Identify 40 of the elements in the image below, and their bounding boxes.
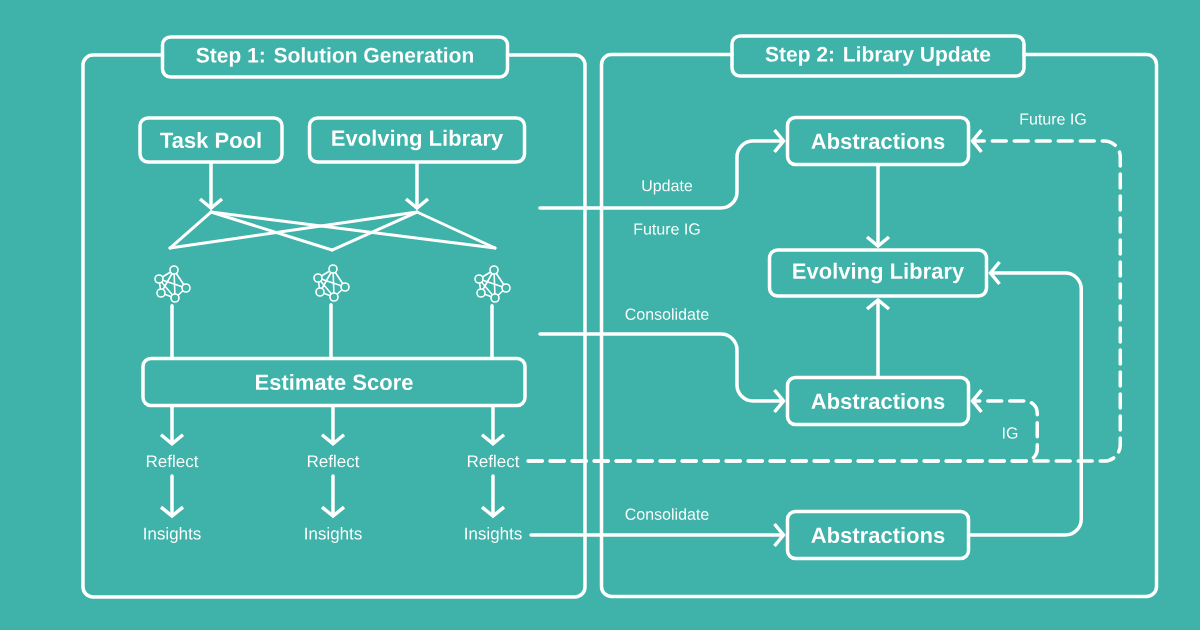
step-label: Insights (305, 527, 362, 543)
process-box: Abstractions (785, 375, 971, 427)
network-icon (154, 265, 191, 303)
process-box: Estimate Score (141, 356, 527, 408)
arrow (404, 162, 430, 211)
arrow (320, 474, 346, 519)
edge-label: Future IG (1020, 113, 1086, 125)
arrow (480, 405, 506, 446)
annotation: Future IG (634, 223, 700, 235)
edge-label: IG (1003, 427, 1018, 439)
arrow (320, 405, 346, 446)
network-icon (313, 264, 350, 302)
step-label: Insights (465, 527, 522, 543)
crossing-lines-drawing (168, 210, 497, 252)
arrow (538, 128, 786, 210)
process-box: Evolving Library (307, 116, 527, 164)
arrow (480, 474, 506, 519)
step-label: Insights (144, 527, 201, 543)
panel-heading: Step 1: Solution Generation (160, 35, 510, 79)
arrow (526, 388, 1039, 463)
process-box: Task Pool (138, 116, 284, 164)
process-box: Abstractions (785, 115, 971, 167)
edge-label: Consolidate (625, 308, 709, 320)
step-label: Reflect (467, 454, 520, 468)
edge-label: Consolidate (625, 508, 709, 520)
step-label: Reflect (307, 454, 360, 468)
edge-label: Update (642, 179, 693, 195)
arrow (159, 474, 185, 519)
process-box: Abstractions (785, 509, 971, 561)
arrow (968, 260, 1083, 537)
arrow (198, 162, 224, 211)
arrow (538, 332, 786, 414)
network-icon (474, 265, 511, 303)
process-box: Evolving Library (767, 248, 989, 298)
arrow (529, 522, 786, 548)
step-label: Reflect (146, 454, 199, 468)
panel-heading: Step 2: Library Update (730, 34, 1026, 78)
arrow (865, 297, 891, 378)
arrow (159, 405, 185, 446)
arrow (865, 164, 891, 249)
